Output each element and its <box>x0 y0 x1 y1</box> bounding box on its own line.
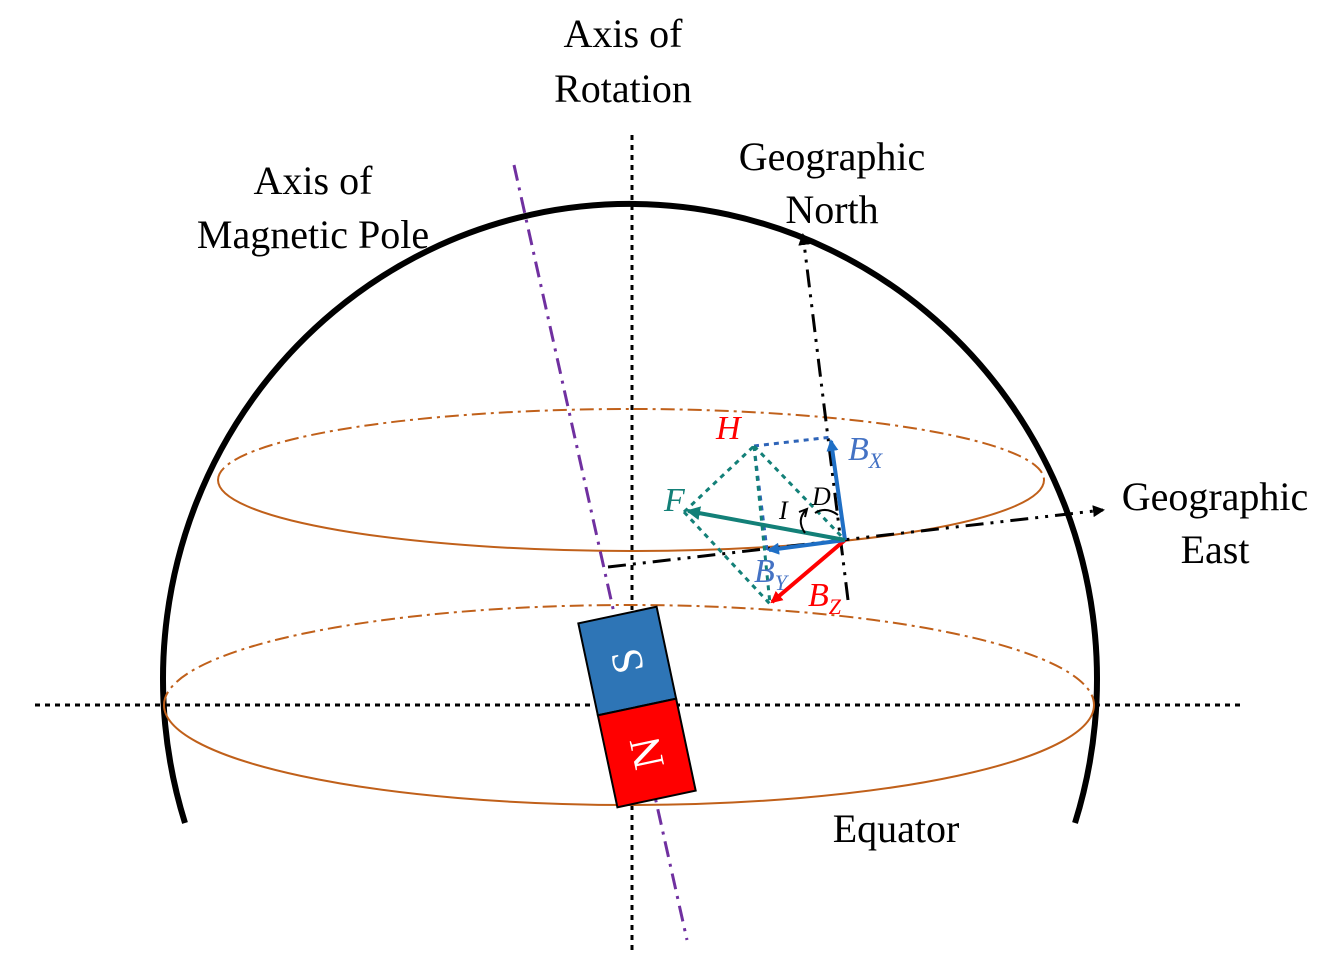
bz-label: BZ <box>808 577 842 619</box>
bz-label-sub: Z <box>829 594 842 619</box>
by-label: BY <box>754 553 790 595</box>
declination-arc <box>814 509 839 516</box>
bz-label-main: B <box>808 577 829 614</box>
inclination-arc <box>799 509 807 534</box>
axis-magnetic-label-line2: Magnetic Pole <box>197 212 429 257</box>
construction-bx-h <box>753 435 833 448</box>
axis-magnetic-label-line1: Axis of <box>254 158 374 203</box>
equator-ellipse-back <box>163 604 1095 706</box>
construction-h-origin <box>752 444 847 542</box>
by-vector <box>767 538 846 555</box>
geographic-north-label-line2: North <box>785 187 878 232</box>
declination-label: D <box>811 482 831 511</box>
geographic-east-axis <box>607 505 1105 569</box>
bx-label-sub: X <box>868 448 884 473</box>
by-label-sub: Y <box>775 570 790 595</box>
geographic-east-label-line1: Geographic <box>1122 474 1309 519</box>
equator-label: Equator <box>833 806 960 851</box>
sphere-outline <box>160 201 1100 824</box>
bz-vector <box>770 538 847 604</box>
bx-vector <box>826 439 847 541</box>
inclination-label: I <box>778 496 789 525</box>
bx-label-main: B <box>848 431 869 468</box>
construction-f-bz <box>682 510 772 606</box>
construction-f-h <box>682 444 756 514</box>
bx-label: BX <box>848 431 884 473</box>
axis-rotation-label-line1: Axis of <box>564 11 684 56</box>
construction-h-bz <box>752 445 772 605</box>
latitude-ellipse-back <box>217 408 1045 481</box>
f-label: F <box>663 482 686 519</box>
by-label-main: B <box>754 553 775 590</box>
geographic-east-label-line2: East <box>1181 527 1250 572</box>
axis-rotation-label-line2: Rotation <box>554 66 692 111</box>
magnet-north-pole <box>596 697 697 809</box>
f-vector <box>686 506 846 542</box>
bar-magnet: S N <box>577 605 697 809</box>
latitude-ellipse-front <box>217 479 1045 552</box>
inclination-arc-tip <box>798 507 809 518</box>
geographic-north-label-line1: Geographic <box>739 134 926 179</box>
h-label: H <box>715 410 743 447</box>
magnetic-axis-line <box>512 164 689 941</box>
